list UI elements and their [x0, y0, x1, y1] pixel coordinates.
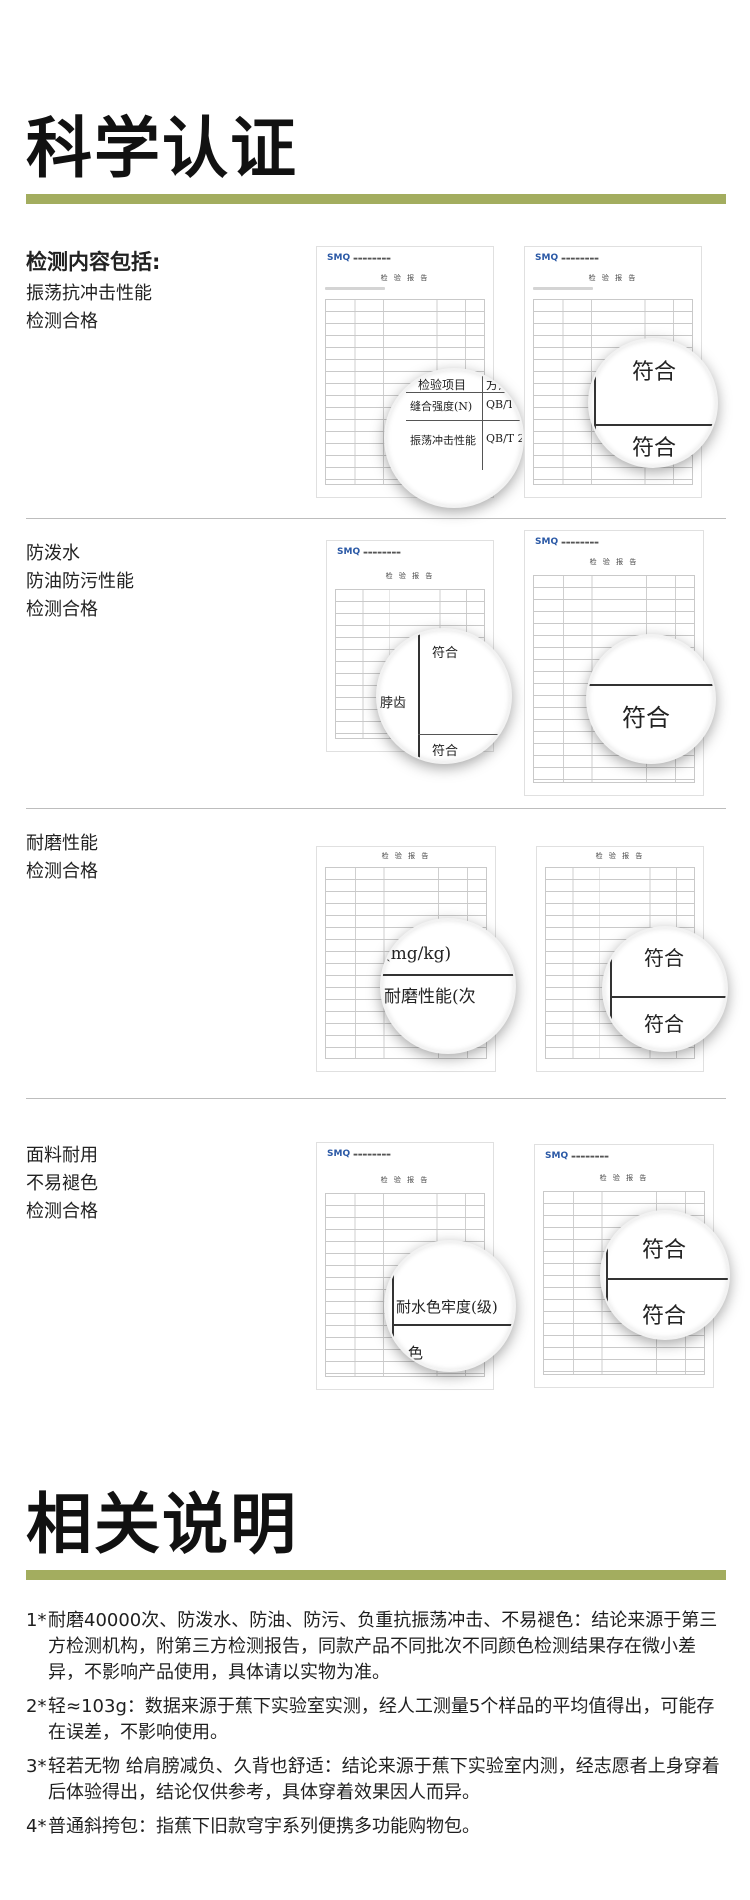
test-item-3: 耐磨性能 检测合格 [26, 830, 98, 886]
section-divider [26, 808, 726, 809]
note-number: 3* [26, 1756, 47, 1777]
magnifier-1: 检验项目 方法 缝合强度(N) QB/T 133 振荡冲击性能 QB/T 292 [384, 368, 524, 508]
test-item-4: 面料耐用 不易褪色 检测合格 [26, 1142, 98, 1226]
test-line: 振荡抗冲击性能 [26, 283, 152, 304]
smq-logo: SMQ▬▬▬▬▬▬▬▬ [535, 253, 599, 263]
test-item-2: 防泼水 防油防污性能 检测合格 [26, 540, 134, 624]
note-text: 轻≈103g：数据来源于蕉下实验室实测，经人工测量5个样品的平均值得出，可能存在… [48, 1696, 715, 1743]
note-item: 3* 轻若无物 给肩膀减负、久背也舒适：结论来源于蕉下实验室内测，经志愿者上身穿… [26, 1754, 726, 1806]
smq-logo: SMQ▬▬▬▬▬▬▬▬ [545, 1151, 609, 1161]
test-line: 面料耐用 [26, 1145, 98, 1166]
smq-logo: SMQ▬▬▬▬▬▬▬▬ [327, 1149, 391, 1159]
report-heading: 检 验 报 告 [385, 572, 435, 580]
test-line: 耐磨性能 [26, 833, 98, 854]
report-heading: 检 验 报 告 [599, 1174, 649, 1182]
magnifier-8: 符合 符合 [600, 1210, 730, 1340]
report-heading: 检 验 报 告 [589, 558, 639, 566]
note-number: 4* [26, 1816, 47, 1837]
test-line: 防泼水 [26, 543, 80, 564]
test-line: 检测合格 [26, 861, 98, 882]
test-item-1: 检测内容包括: 振荡抗冲击性能 检测合格 [26, 248, 160, 336]
notes-list: 1* 耐磨40000次、防泼水、防油、防污、负重抗振荡冲击、不易褪色：结论来源于… [26, 1608, 726, 1848]
report-heading: 检 验 报 告 [380, 274, 430, 282]
note-number: 1* [26, 1610, 47, 1631]
magnifier-7: 耐水色牢度(级) 色 [384, 1240, 516, 1372]
note-text: 轻若无物 给肩膀减负、久背也舒适：结论来源于蕉下实验室内测，经志愿者上身穿着后体… [48, 1756, 720, 1803]
test-line: 防油防污性能 [26, 571, 134, 592]
note-item: 2* 轻≈103g：数据来源于蕉下实验室实测，经人工测量5个样品的平均值得出，可… [26, 1694, 726, 1746]
magnifier-2: 符合 符合 [588, 338, 718, 468]
test-lead: 检测内容包括: [26, 250, 161, 274]
test-line: 不易褪色 [26, 1173, 98, 1194]
report-heading: 检 验 报 告 [595, 852, 645, 860]
magnifier-3: 符合 脖齿 符合 [376, 628, 512, 764]
note-item: 1* 耐磨40000次、防泼水、防油、防污、负重抗振荡冲击、不易褪色：结论来源于… [26, 1608, 726, 1686]
section-divider [26, 1098, 726, 1099]
section-divider [26, 518, 726, 519]
section-title-notes: 相关说明 [26, 1486, 298, 1563]
magnifier-4: 符合 [586, 634, 716, 764]
note-number: 2* [26, 1696, 47, 1717]
report-heading: 检 验 报 告 [381, 852, 431, 860]
report-heading: 检 验 报 告 [588, 274, 638, 282]
report-heading: 检 验 报 告 [380, 1176, 430, 1184]
magnifier-6: 符合 符合 [602, 926, 728, 1052]
test-line: 检测合格 [26, 1201, 98, 1222]
note-item: 4* 普通斜挎包：指蕉下旧款穹宇系列便携多功能购物包。 [26, 1814, 726, 1840]
accent-bar [26, 194, 726, 204]
magnifier-5: (mg/kg) 耐磨性能(次 [380, 918, 516, 1054]
smq-logo: SMQ▬▬▬▬▬▬▬▬ [327, 253, 391, 263]
note-text: 普通斜挎包：指蕉下旧款穹宇系列便携多功能购物包。 [48, 1816, 480, 1837]
test-line: 检测合格 [26, 599, 98, 620]
smq-logo: SMQ▬▬▬▬▬▬▬▬ [337, 547, 401, 557]
accent-bar [26, 1570, 726, 1580]
section-title-science: 科学认证 [26, 110, 298, 187]
note-text: 耐磨40000次、防泼水、防油、防污、负重抗振荡冲击、不易褪色：结论来源于第三方… [48, 1610, 718, 1683]
test-line: 检测合格 [26, 311, 98, 332]
smq-logo: SMQ▬▬▬▬▬▬▬▬ [535, 537, 599, 547]
